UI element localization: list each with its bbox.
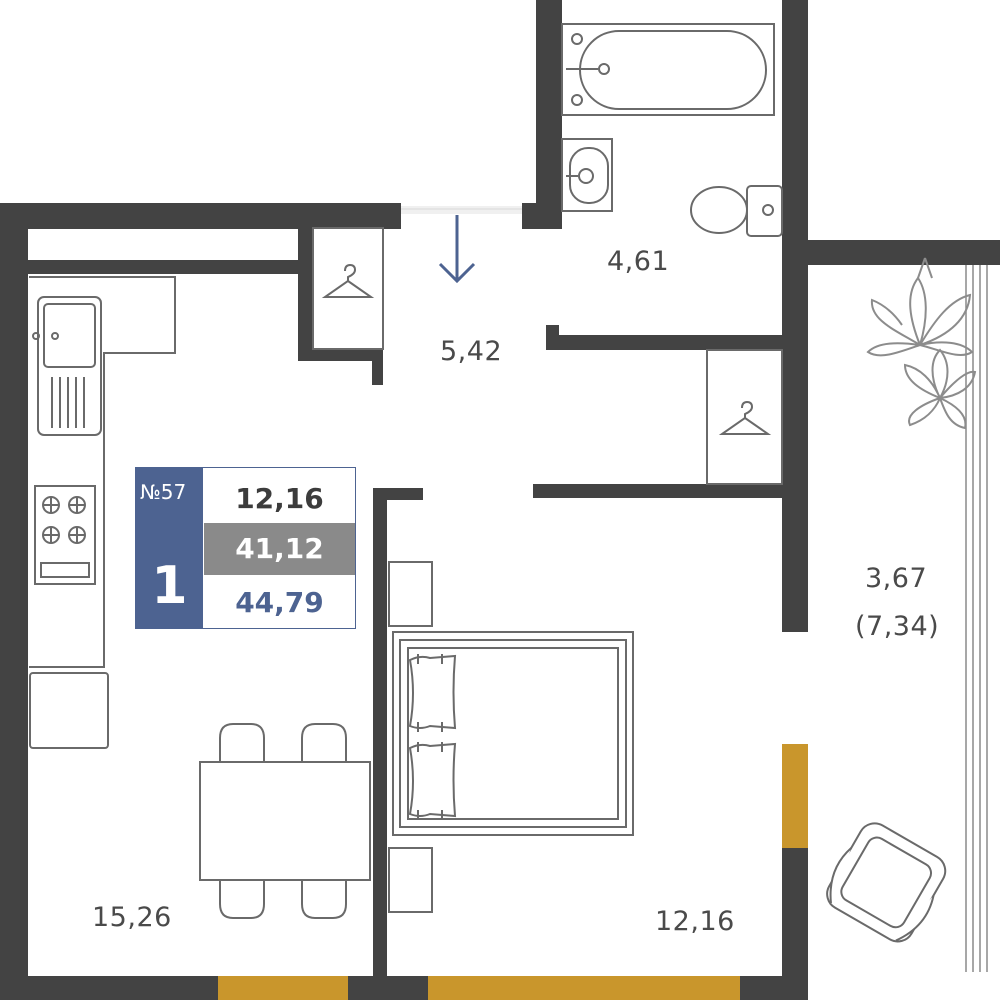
bathtub xyxy=(561,23,775,116)
room-area-bedroom: 12,16 xyxy=(655,906,735,937)
nightstand xyxy=(388,561,433,913)
hanger-icon xyxy=(321,263,375,298)
room-count: 1 xyxy=(151,556,188,616)
toilet xyxy=(690,185,783,237)
fridge xyxy=(29,672,109,749)
hanger-icon xyxy=(718,400,772,435)
apartment-number: №57 xyxy=(140,480,187,504)
wardrobe xyxy=(312,227,384,350)
full-area: 44,79 xyxy=(235,586,324,619)
total-area-background xyxy=(204,523,355,575)
total-area: 41,12 xyxy=(235,532,324,565)
pillow xyxy=(408,742,457,820)
cooktop xyxy=(34,485,96,585)
apartment-info-badge: №57 1 12,16 41,12 44,79 xyxy=(135,467,356,629)
kitchen-sink xyxy=(32,296,102,436)
room-area-balcony: 3,67 xyxy=(865,563,928,594)
room-area-bathroom: 4,61 xyxy=(607,246,670,277)
pillow xyxy=(408,654,457,732)
living-area: 12,16 xyxy=(235,482,324,515)
plant-icon xyxy=(866,257,977,430)
bed xyxy=(392,631,634,836)
badge-left-panel xyxy=(136,468,203,628)
wardrobe xyxy=(706,349,783,485)
windows xyxy=(218,744,808,1000)
entrance-door xyxy=(401,206,522,214)
washbasin xyxy=(561,138,613,212)
room-area-hallway: 5,42 xyxy=(440,336,503,367)
room-area-kitchen: 15,26 xyxy=(92,902,172,933)
dining-table xyxy=(199,723,371,919)
balcony-railing xyxy=(965,265,988,972)
kitchen-counter xyxy=(29,276,176,668)
entrance-arrow-icon xyxy=(438,215,476,284)
armchair-icon xyxy=(826,822,947,943)
room-area-balcony-full: (7,34) xyxy=(855,611,940,642)
